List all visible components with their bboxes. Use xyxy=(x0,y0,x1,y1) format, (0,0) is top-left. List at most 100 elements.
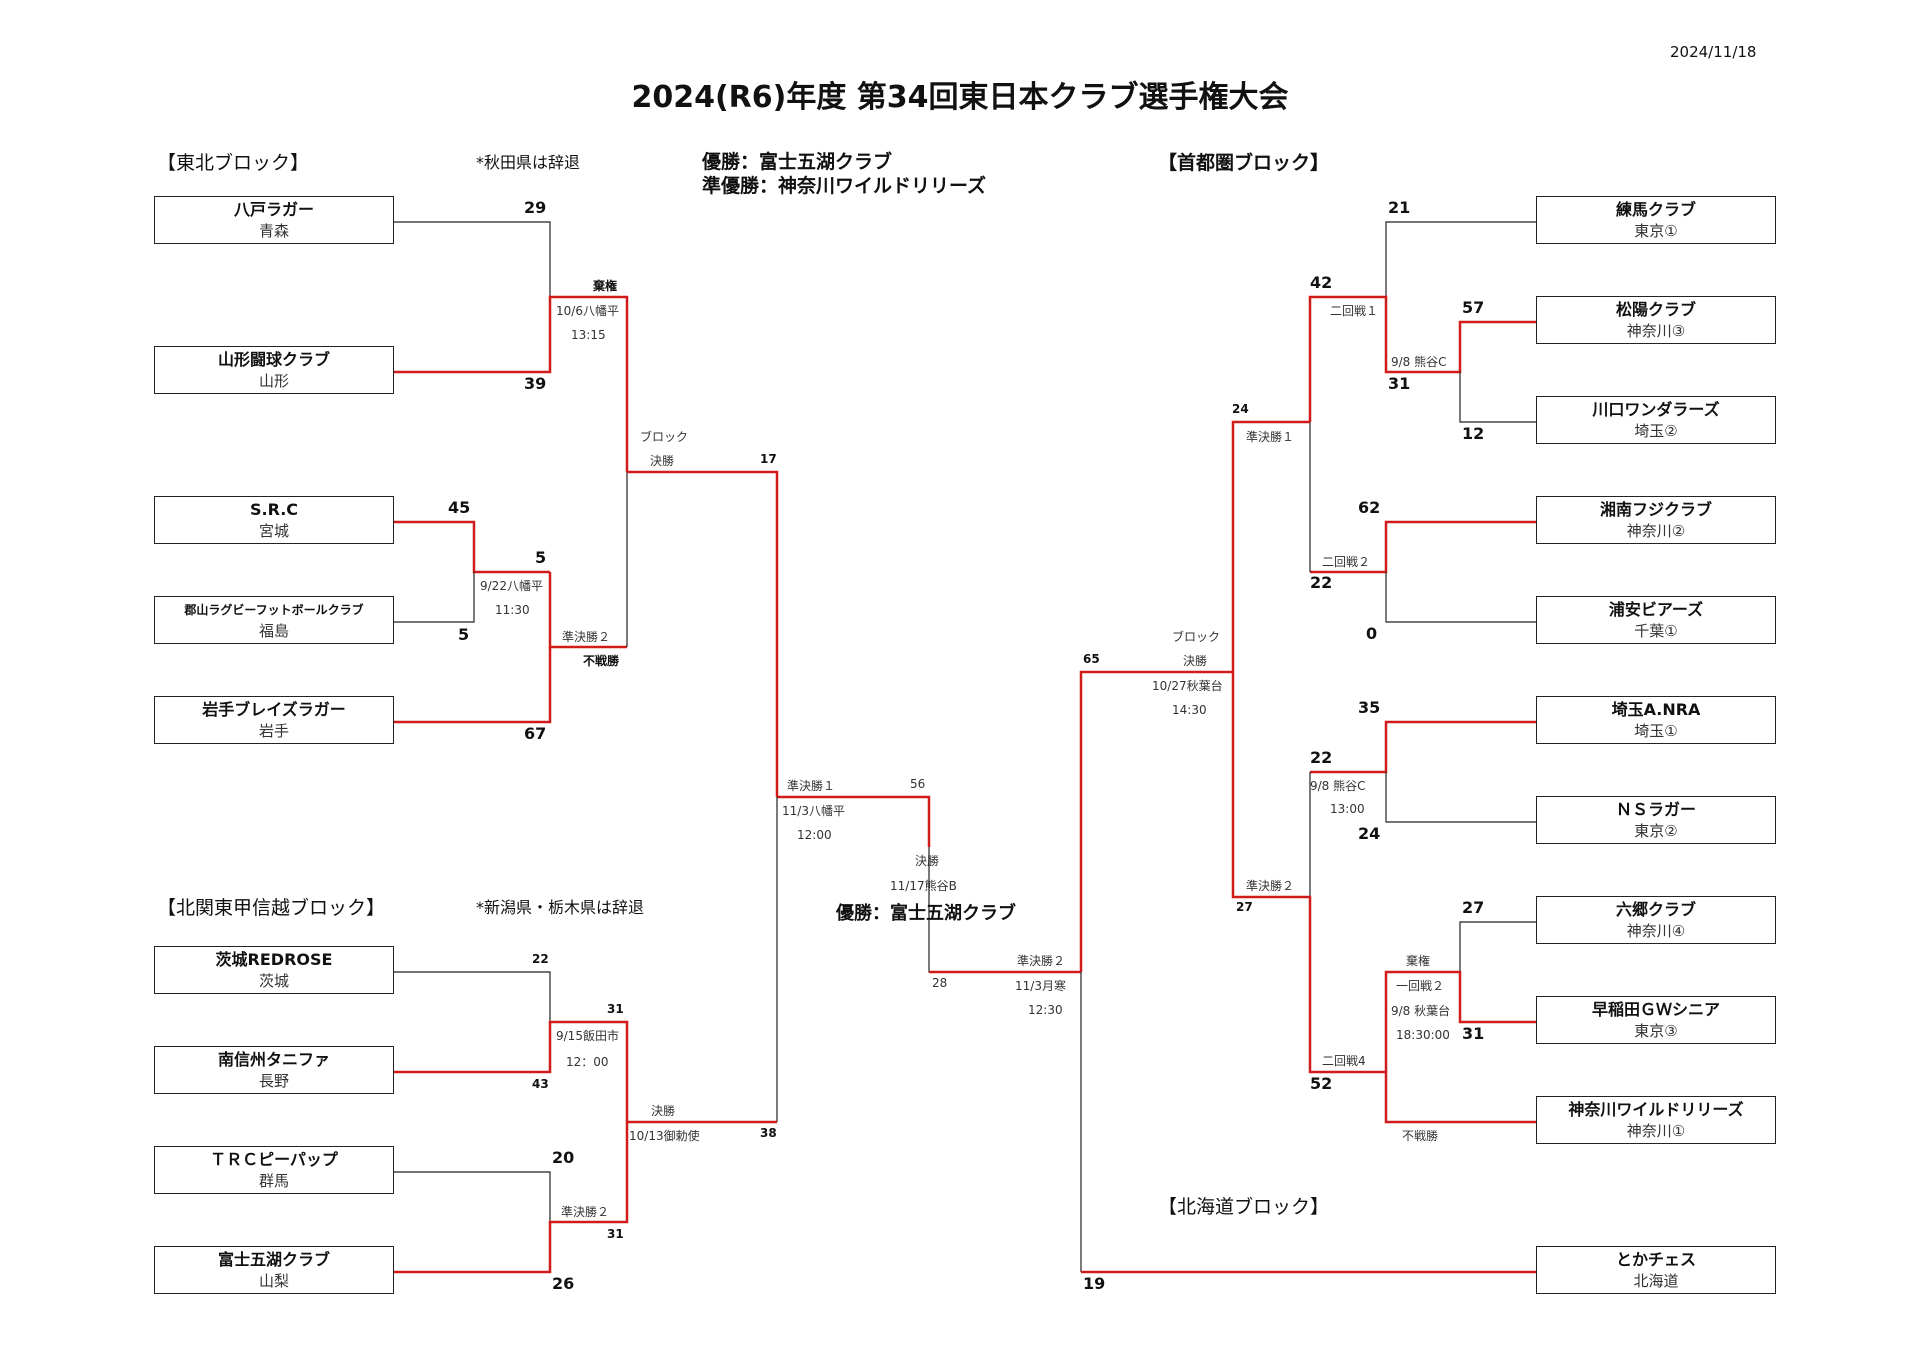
label-kiken: 棄権 xyxy=(593,279,618,293)
team-name: ＴＲＣピーパップ xyxy=(210,1150,338,1169)
label-match-date: 10/27秋葉台 xyxy=(1152,679,1223,693)
label-kessho: 決勝 xyxy=(651,1104,676,1118)
score-r2-4: 52 xyxy=(1310,1074,1333,1093)
label-match-time: 13:15 xyxy=(571,328,606,342)
score-tokachi: 19 xyxy=(1083,1274,1106,1293)
team-name: とかチェス xyxy=(1615,1250,1696,1269)
team-pref: 福島 xyxy=(258,622,289,640)
score-shuto-sf1: 24 xyxy=(1232,402,1249,416)
score-iwate: 67 xyxy=(524,724,547,743)
runnerup-line: 準優勝：神奈川ワイルドリリーズ xyxy=(702,175,987,197)
team-pref: 岩手 xyxy=(258,722,289,740)
winner-path xyxy=(394,520,550,574)
label-fusensho: 不戦勝 xyxy=(583,654,620,668)
bracket-line xyxy=(1459,372,1536,423)
team-name: 岩手ブレイズラガー xyxy=(202,700,346,719)
team-name: 六郷クラブ xyxy=(1615,900,1696,919)
label-match-time: 11:30 xyxy=(495,603,530,617)
winner-path xyxy=(394,1020,629,1122)
team-name: 練馬クラブ xyxy=(1615,200,1696,219)
score-urayasu: 0 xyxy=(1366,624,1378,643)
label-match-time: 18:30:00 xyxy=(1396,1028,1450,1042)
label-fusensho: 不戦勝 xyxy=(1402,1129,1439,1143)
team-pref: 茨城 xyxy=(258,972,289,990)
team-name: 茨城REDROSE xyxy=(215,950,333,969)
label-round: 準決勝１ xyxy=(1246,430,1295,444)
team-pref: 神奈川③ xyxy=(1626,322,1686,340)
score-ibaraki: 22 xyxy=(532,952,549,966)
hokkaido-heading: 【北海道ブロック】 xyxy=(1158,1196,1330,1218)
label-match-time: 12:30 xyxy=(1028,1003,1063,1017)
score-saitama: 35 xyxy=(1358,698,1381,717)
team-name: 早稲田ＧＷシニア xyxy=(1591,1000,1720,1019)
label-match-time: 12：00 xyxy=(566,1055,609,1069)
winner-path xyxy=(1384,970,1536,1072)
team-shonan: 湘南フジクラブ神奈川② xyxy=(1536,496,1776,544)
label-match-date: 9/8 秋葉台 xyxy=(1391,1004,1451,1018)
label-round: 準決勝１ xyxy=(787,779,836,793)
winner-path xyxy=(777,795,931,847)
label-match-date: 9/15飯田市 xyxy=(556,1029,619,1043)
team-ibaraki: 茨城REDROSE 茨城 xyxy=(154,946,394,994)
team-pref: 神奈川② xyxy=(1626,522,1686,540)
bracket-line xyxy=(394,971,551,1022)
team-pref: 神奈川① xyxy=(1626,1122,1686,1140)
team-name: S.R.C xyxy=(249,500,299,519)
label-match-time: 13:00 xyxy=(1330,802,1365,816)
score-kita-final: 38 xyxy=(760,1126,777,1140)
team-pref: 青森 xyxy=(258,222,289,240)
team-name: 松陽クラブ xyxy=(1615,300,1696,319)
score-shuto-sf2: 27 xyxy=(1236,900,1253,914)
team-rokugo: 六郷クラブ神奈川④ xyxy=(1536,896,1776,944)
team-fujigoko: 富士五湖クラブ山梨 xyxy=(154,1246,394,1294)
team-ns: ＮＳラガー東京② xyxy=(1536,796,1776,844)
winner-path xyxy=(1310,520,1536,574)
team-name: 八戸ラガー xyxy=(233,200,314,219)
team-name: 山形闘球クラブ xyxy=(217,350,330,369)
winner-path xyxy=(627,470,779,797)
tohoku-note: *秋田県は辞退 xyxy=(476,153,581,172)
label-block: ブロック xyxy=(640,430,689,444)
document-date: 2024/11/18 xyxy=(1670,43,1757,61)
team-name: 富士五湖クラブ xyxy=(217,1250,330,1269)
label-final-date: 11/17熊谷B xyxy=(890,879,957,893)
winner-path xyxy=(394,295,629,472)
team-iwate: 岩手ブレイズラガー岩手 xyxy=(154,696,394,744)
team-name: 南信州タニファ xyxy=(217,1050,330,1069)
score-ef-sf2: 28 xyxy=(932,976,948,990)
label-match-date: 10/6八幡平 xyxy=(556,304,619,318)
bracket-line xyxy=(1459,921,1536,972)
bracket-line xyxy=(1385,772,1536,823)
score-koriyama: 5 xyxy=(458,625,470,644)
label-match-date: 9/22八幡平 xyxy=(480,579,543,593)
team-pref: 東京③ xyxy=(1634,1022,1678,1040)
label-round: 準決勝２ xyxy=(1017,954,1066,968)
kitakanto-heading: 【北関東甲信越ブロック】 xyxy=(157,897,386,919)
team-pref: 山梨 xyxy=(258,1272,289,1290)
score-tohoku-final: 17 xyxy=(760,452,777,466)
team-name: 郡山ラグビーフットボールクラブ xyxy=(184,603,364,617)
score-ns: 24 xyxy=(1358,824,1381,843)
team-urayasu: 浦安ビアーズ千葉① xyxy=(1536,596,1776,644)
label-round: 一回戦２ xyxy=(1396,979,1445,993)
score-r2-1-upper: 42 xyxy=(1310,273,1333,292)
score-hachinohe: 29 xyxy=(524,198,547,217)
score-waseda: 31 xyxy=(1462,1024,1485,1043)
final-champion: 優勝：富士五湖クラブ xyxy=(836,903,1016,924)
kitakanto-note: *新潟県・栃木県は辞退 xyxy=(476,898,645,917)
team-name: 埼玉A.NRA xyxy=(1611,700,1701,719)
label-match-date: 10/13御勅使 xyxy=(629,1129,700,1143)
champion-line: 優勝：富士五湖クラブ xyxy=(702,151,893,173)
winner-path xyxy=(1231,420,1310,672)
team-name: ＮＳラガー xyxy=(1615,800,1696,819)
team-pref: 長野 xyxy=(258,1072,289,1090)
label-match-date: 9/8 熊谷C xyxy=(1310,779,1366,793)
winner-path xyxy=(1308,295,1536,422)
label-round: 二回戦２ xyxy=(1322,555,1371,569)
bracket-line xyxy=(394,221,551,297)
team-tokachi: とかチェス北海道 xyxy=(1536,1246,1776,1294)
team-kanagawa: 神奈川ワイルドリリーズ神奈川① xyxy=(1536,1096,1776,1144)
team-shoyo: 松陽クラブ神奈川③ xyxy=(1536,296,1776,344)
team-waseda: 早稲田ＧＷシニア東京③ xyxy=(1536,996,1776,1044)
